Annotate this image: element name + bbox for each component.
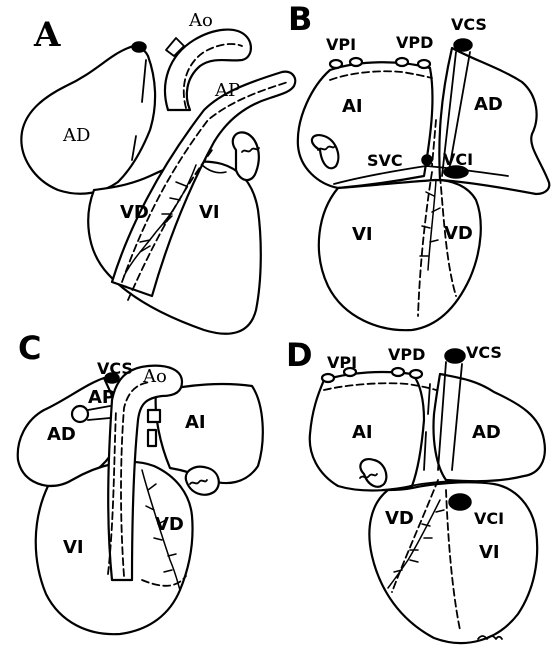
panel-d-svc-ostium bbox=[445, 349, 465, 363]
panel-d-label-ad: AD bbox=[472, 422, 501, 443]
panel-b-label-vpd: VPD bbox=[396, 33, 433, 52]
panel-c-label-vd: VD bbox=[155, 514, 184, 535]
panel-c-label-ao: Ao bbox=[142, 366, 167, 387]
panel-b-label-ai: AI bbox=[342, 96, 363, 117]
panel-d-ivc-ostium bbox=[449, 494, 471, 510]
panel-c-label-ai: AI bbox=[185, 412, 206, 433]
panel-b-label-vi: VI bbox=[352, 224, 373, 245]
panel-d-label-vd: VD bbox=[385, 508, 414, 529]
panel-b-label-ad: AD bbox=[474, 94, 503, 115]
panel-d: D VPI VPD VCS AI AD VD VCI VI bbox=[286, 336, 545, 643]
panel-d-label-vpi: VPI bbox=[327, 353, 357, 372]
panel-b-letter: B bbox=[288, 0, 312, 38]
panel-b-label-vd: VD bbox=[444, 223, 473, 244]
panel-d-label-vci: VCI bbox=[474, 509, 504, 528]
panel-d-label-vcs: VCS bbox=[466, 343, 502, 362]
panel-b-ventricles-shape bbox=[319, 180, 481, 330]
panel-b-label-vpi: VPI bbox=[326, 35, 356, 54]
panel-a-svc-ostium bbox=[132, 42, 146, 52]
panel-c-label-vi: VI bbox=[63, 537, 84, 558]
panel-c-pa-stub bbox=[72, 406, 88, 422]
panel-c: C VCS Ao AP AD AI VD VI bbox=[18, 329, 263, 634]
panel-c-label-vcs: VCS bbox=[97, 359, 133, 378]
panel-c-label-ap: AP bbox=[88, 387, 115, 408]
panel-a-right-atrium-shape bbox=[21, 46, 155, 193]
panel-d-letter: D bbox=[286, 336, 313, 374]
panel-b: B VPI VPD VCS AI AD SVC VCI VI VD bbox=[288, 0, 549, 330]
panel-c-letter: C bbox=[18, 329, 41, 367]
panel-a-letter: A bbox=[33, 15, 61, 55]
panel-a-label-ad: AD bbox=[62, 125, 90, 146]
panel-a-label-ap: AP bbox=[214, 80, 240, 101]
panel-b-svc-ostium bbox=[454, 39, 472, 51]
panel-d-label-ai: AI bbox=[352, 422, 373, 443]
panel-a-label-vd: VD bbox=[120, 202, 149, 223]
panel-d-label-vi: VI bbox=[479, 542, 500, 563]
panel-b-left-atrium-shape bbox=[298, 62, 433, 188]
panel-a-label-ao: Ao bbox=[188, 10, 213, 31]
panel-b-label-svc: SVC bbox=[367, 151, 403, 170]
panel-a: A Ao AP AD VD VI bbox=[21, 10, 295, 334]
panel-c-label-ad: AD bbox=[47, 424, 76, 445]
panel-b-label-vci: VCI bbox=[443, 150, 473, 169]
panel-d-label-vpd: VPD bbox=[388, 345, 425, 364]
panel-a-label-vi: VI bbox=[199, 202, 220, 223]
panel-b-label-vcs: VCS bbox=[451, 15, 487, 34]
panel-a-appendage-shape bbox=[233, 132, 259, 180]
